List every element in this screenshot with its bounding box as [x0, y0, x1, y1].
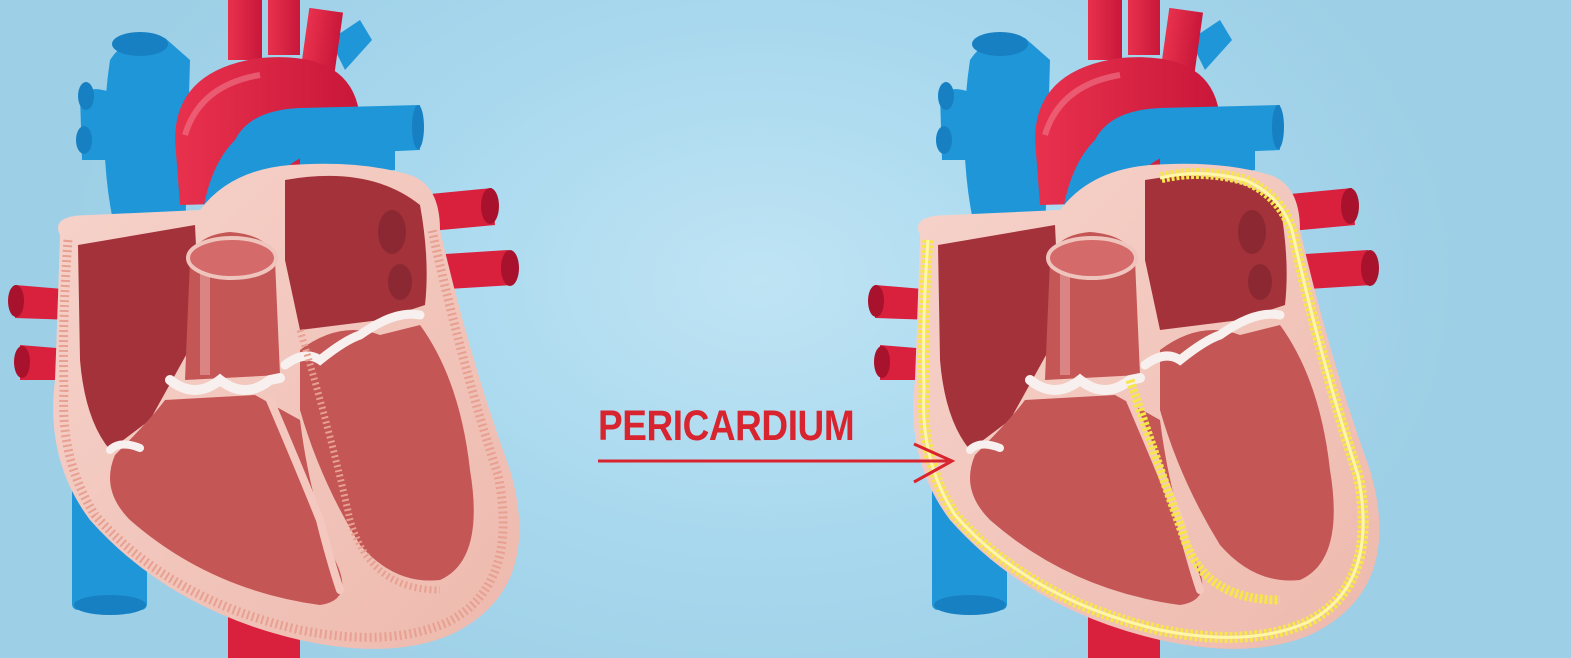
pointer-arrow — [596, 440, 966, 490]
heart-diagram-plain — [0, 0, 560, 658]
heart-diagram-highlighted — [860, 0, 1420, 658]
